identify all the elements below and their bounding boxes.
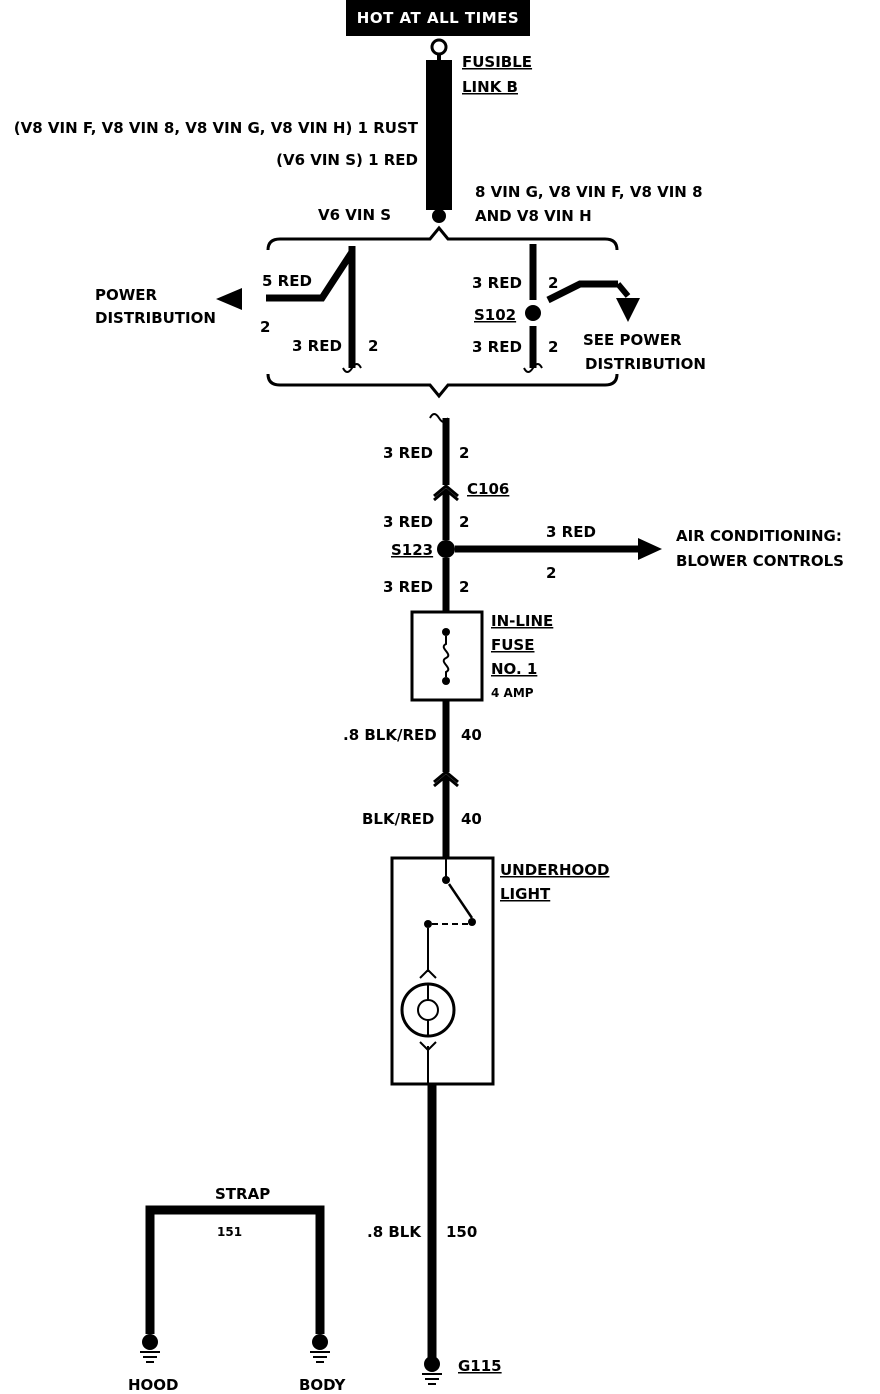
option-bracket-bottom (266, 373, 619, 399)
seg1-wire-label: 3 RED (383, 444, 433, 462)
hood-label: HOOD (128, 1376, 179, 1394)
ground-symbol-body (310, 1334, 330, 1363)
body-label: BODY (299, 1376, 347, 1394)
left-branch-wire (266, 246, 356, 368)
ground-symbol-g115 (422, 1356, 442, 1385)
fusible-link-label-2: LINK B (462, 78, 518, 96)
power-distribution-label-1: POWER (95, 286, 158, 304)
strap-gauge: 151 (217, 1225, 242, 1239)
ac-gauge: 2 (546, 564, 556, 582)
right-top-wire-label: 3 RED (472, 274, 522, 292)
left-bottom-gauge: 2 (368, 337, 378, 355)
right-top-gauge: 2 (548, 274, 558, 292)
splice-s102-label: S102 (474, 306, 516, 324)
underhood-light (390, 856, 495, 1086)
ac-label-2: BLOWER CONTROLS (676, 552, 844, 570)
splice-s123-label: S123 (391, 541, 433, 559)
ground-symbol-hood (140, 1334, 160, 1363)
strap-wire (145, 1205, 325, 1334)
fuse-label-3: NO. 1 (491, 660, 537, 678)
connector-c106 (433, 484, 459, 502)
seg3-gauge: 2 (459, 578, 469, 596)
option-bracket-top (266, 225, 619, 251)
ac-wire-label: 3 RED (546, 523, 596, 541)
seg2-gauge: 2 (459, 513, 469, 531)
light-feed-wire-label: BLK/RED (362, 810, 434, 828)
see-power-label-2: DISTRIBUTION (585, 355, 706, 373)
fuse-out-wire-label: .8 BLK/RED (343, 726, 437, 744)
hot-at-all-times-banner: HOT AT ALL TIMES (346, 0, 530, 36)
ac-branch-arrow (638, 538, 662, 560)
left-top-gauge: 2 (260, 318, 270, 336)
left-branch-break (342, 363, 362, 373)
fuse-label-1: IN-LINE (491, 612, 553, 630)
fusible-link (426, 38, 452, 223)
light-label-2: LIGHT (500, 885, 551, 903)
right-branch-break (523, 363, 543, 373)
splice-s123-dot (437, 540, 455, 558)
wire-v8-label: (V8 VIN F, V8 VIN 8, V8 VIN G, V8 VIN H)… (14, 119, 419, 137)
power-distribution-label-2: DISTRIBUTION (95, 309, 216, 327)
wire-v6-label: (V6 VIN S) 1 RED (276, 151, 418, 169)
inline-fuse (410, 610, 484, 702)
see-power-distribution-arrow (615, 282, 640, 322)
light-label-1: UNDERHOOD (500, 861, 610, 879)
right-bottom-gauge: 2 (548, 338, 558, 356)
branch-left-title: V6 VIN S (318, 206, 391, 224)
connector-inline (433, 770, 459, 788)
seg1-gauge: 2 (459, 444, 469, 462)
hot-label: HOT AT ALL TIMES (357, 9, 519, 27)
branch-right-title-2: AND V8 VIN H (475, 207, 592, 225)
left-bottom-wire-label: 3 RED (292, 337, 342, 355)
ground-id-label: G115 (458, 1357, 502, 1375)
fusible-link-label-1: FUSIBLE (462, 53, 532, 71)
fuse-label-2: FUSE (491, 636, 534, 654)
branch-right-title-1: 8 VIN G, V8 VIN F, V8 VIN 8 (475, 183, 703, 201)
seg2-wire-label: 3 RED (383, 513, 433, 531)
ground-gauge: 150 (446, 1223, 477, 1241)
left-top-wire-label: 5 RED (262, 272, 312, 290)
strap-label: STRAP (215, 1185, 270, 1203)
fuse-rating: 4 AMP (491, 686, 534, 700)
splice-s102-dot (525, 305, 541, 321)
light-feed-gauge: 40 (461, 810, 482, 828)
connector-c106-label: C106 (467, 480, 509, 498)
ac-label-1: AIR CONDITIONING: (676, 527, 842, 545)
fuse-out-gauge: 40 (461, 726, 482, 744)
ground-wire-label: .8 BLK (367, 1223, 422, 1241)
seg3-wire-label: 3 RED (383, 578, 433, 596)
right-bottom-wire-label: 3 RED (472, 338, 522, 356)
see-power-label-1: SEE POWER (583, 331, 682, 349)
power-distribution-arrow (216, 288, 242, 310)
right-branch-wire (529, 244, 618, 368)
